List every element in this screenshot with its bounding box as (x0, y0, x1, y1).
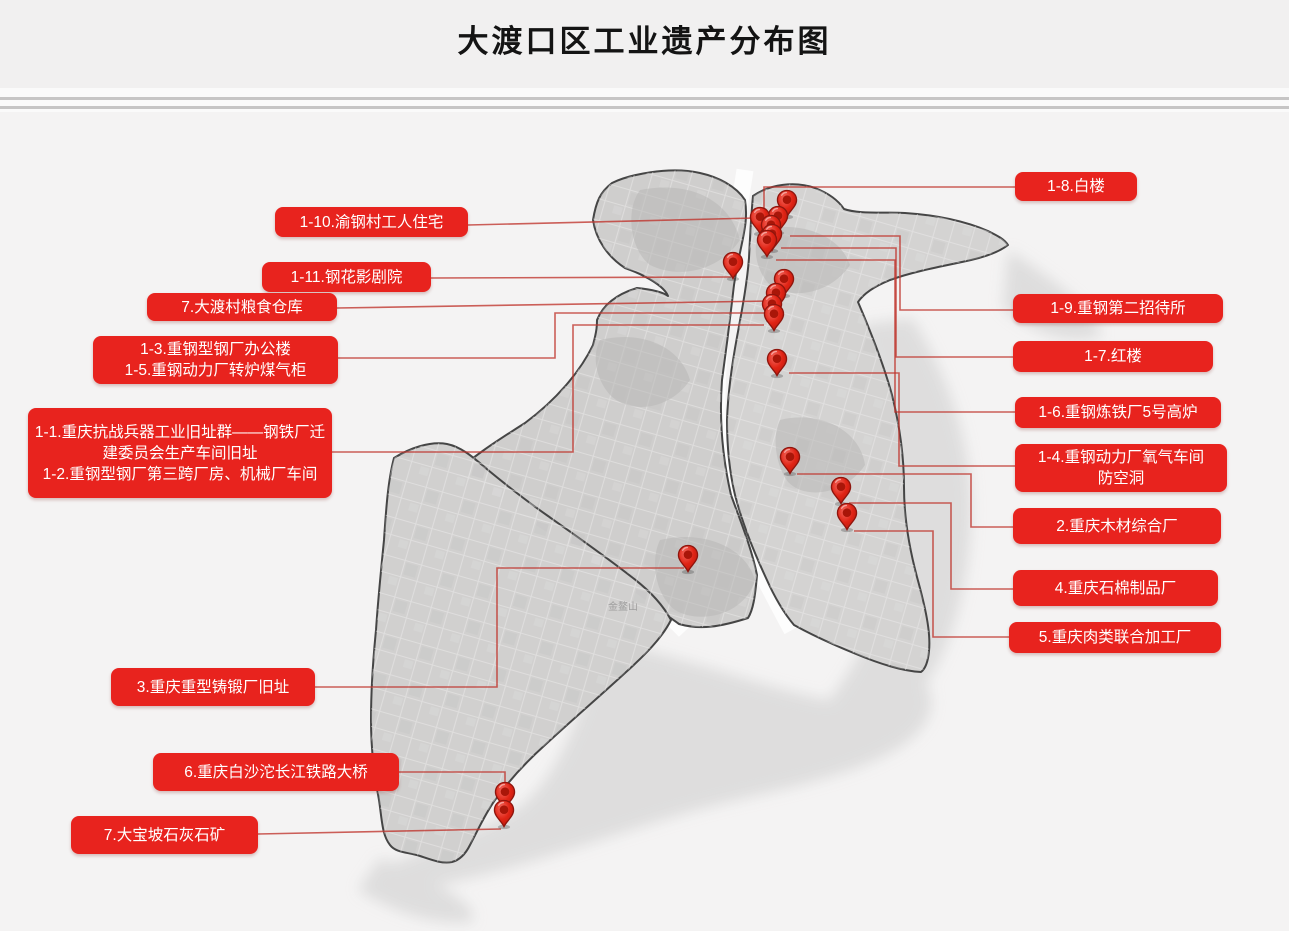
divider-line (0, 97, 1289, 100)
connector-line-1-6 (776, 259, 1015, 413)
divider-line (0, 106, 1289, 109)
connector-line-1-8 (763, 186, 1015, 216)
connector-line-1-11 (430, 276, 732, 279)
heritage-label-1-8[interactable]: 1-8.白楼 (1015, 172, 1137, 201)
connector-line-7b (257, 828, 502, 835)
heritage-label-3[interactable]: 3.重庆重型铸锻厂旧址 (111, 668, 315, 706)
connector-line-1-9 (790, 235, 1013, 311)
map-canvas: 金鳌山 (257, 168, 1102, 923)
heritage-label-1-7[interactable]: 1-7.红楼 (1013, 341, 1213, 372)
connector-line-1-10 (467, 217, 756, 226)
connector-line-7a (336, 300, 771, 309)
map-place-label: 金鳌山 (608, 600, 638, 613)
heritage-label-1-9[interactable]: 1-9.重钢第二招待所 (1013, 294, 1223, 323)
heritage-label-6[interactable]: 6.重庆白沙沱长江铁路大桥 (153, 753, 399, 791)
connector-line-2 (797, 473, 1013, 528)
heritage-label-5[interactable]: 5.重庆肉类联合加工厂 (1009, 622, 1221, 653)
heritage-label-1-1_1-2[interactable]: 1-1.重庆抗战兵器工业旧址群——钢铁厂迁建委员会生产车间旧址 1-2.重钢型钢… (28, 408, 332, 498)
page-header: 大渡口区工业遗产分布图 (0, 0, 1289, 88)
connector-lines (257, 186, 1015, 835)
map-annotations: 金鳌山 (608, 600, 638, 613)
heritage-label-2[interactable]: 2.重庆木材综合厂 (1013, 508, 1221, 544)
heritage-label-1-6[interactable]: 1-6.重钢炼铁厂5号高炉 (1015, 397, 1221, 428)
heritage-label-1-4[interactable]: 1-4.重钢动力厂氧气车间 防空洞 (1015, 444, 1227, 492)
heritage-label-7a[interactable]: 7.大渡村粮食仓库 (147, 293, 337, 321)
connector-line-1-3_1-5 (338, 312, 768, 359)
connector-line-1-7 (781, 247, 1013, 358)
header-divider (0, 88, 1289, 112)
heritage-label-7b[interactable]: 7.大宝坡石灰石矿 (71, 816, 258, 854)
connector-line-1-1_1-2 (332, 324, 764, 453)
heritage-label-1-11[interactable]: 1-11.钢花影剧院 (262, 262, 431, 292)
heritage-label-1-10[interactable]: 1-10.渝钢村工人住宅 (275, 207, 468, 237)
connector-line-3 (315, 567, 684, 688)
connector-line-1-4 (789, 372, 1015, 467)
heritage-label-4[interactable]: 4.重庆石棉制品厂 (1013, 570, 1218, 606)
street-texture (371, 170, 1008, 863)
page-title: 大渡口区工业遗产分布图 (457, 24, 832, 59)
connector-line-4 (849, 502, 1013, 590)
heritage-label-1-3_1-5[interactable]: 1-3.重钢型钢厂办公楼 1-5.重钢动力厂转炉煤气柜 (93, 336, 338, 384)
connector-line-5 (854, 530, 1009, 638)
